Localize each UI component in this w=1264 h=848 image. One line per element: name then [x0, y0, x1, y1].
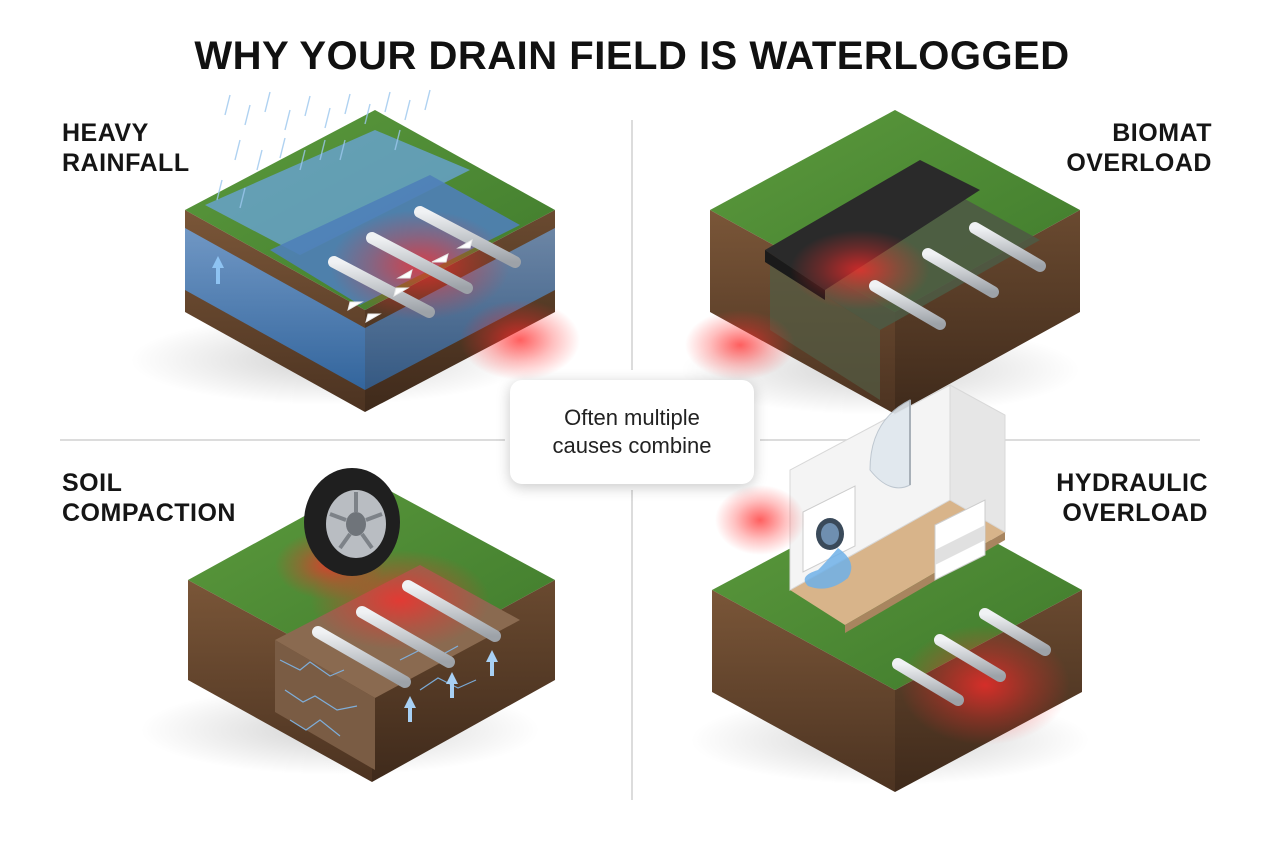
center-callout: Often multiple causes combine [510, 380, 754, 484]
stress-glow-ground [460, 300, 580, 380]
compacted-front [275, 640, 375, 770]
panel-soil-compaction-art [140, 468, 555, 782]
label-biomat-overload: BIOMAT OVERLOAD [1066, 118, 1212, 178]
stress-glow-ground [685, 310, 795, 380]
page-title: WHY YOUR DRAIN FIELD IS WATERLOGGED [194, 34, 1070, 78]
up-arrows [404, 650, 498, 722]
washing-machine-icon [802, 485, 856, 573]
rain [216, 89, 431, 209]
label-soil-compaction: SOIL COMPACTION [62, 468, 236, 528]
water-front [185, 228, 365, 390]
drain-pipes [892, 595, 1051, 725]
label-line: OVERLOAD [1066, 149, 1212, 177]
label-line: RAINFALL [62, 149, 190, 177]
dishwasher-icon [934, 499, 986, 581]
label-line: HYDRAULIC [1056, 469, 1208, 497]
label-line: OVERLOAD [1062, 499, 1208, 527]
soil-front-right [372, 580, 555, 782]
stress-glow-room [715, 485, 805, 555]
callout-line: Often multiple [564, 405, 700, 430]
label-heavy-rainfall: HEAVY RAINFALL [62, 118, 190, 178]
stress-glow [900, 625, 1070, 745]
label-hydraulic-overload: HYDRAULIC OVERLOAD [1056, 468, 1208, 528]
drain-pipes [328, 206, 521, 318]
soil-front-left [712, 590, 895, 792]
stress-glow [790, 230, 930, 310]
shower [869, 399, 911, 489]
tire-icon [304, 468, 400, 576]
label-line: COMPACTION [62, 499, 236, 527]
label-line: BIOMAT [1112, 119, 1212, 147]
drain-pipes [869, 222, 1046, 330]
panel-biomat-overload-art [680, 110, 1080, 415]
arrows [347, 238, 473, 324]
drain-pipes [312, 580, 501, 688]
water-spill [804, 548, 852, 589]
callout-line: causes combine [552, 433, 712, 458]
up-arrow [212, 256, 224, 284]
panel-heavy-rainfall-art [130, 89, 580, 412]
flood-surface [205, 130, 470, 255]
room-wall-back [949, 384, 1006, 533]
label-line: HEAVY [62, 119, 149, 147]
panel-hydraulic-overload-art [690, 384, 1090, 792]
label-line: SOIL [62, 469, 123, 497]
trench-water-front [770, 262, 880, 400]
